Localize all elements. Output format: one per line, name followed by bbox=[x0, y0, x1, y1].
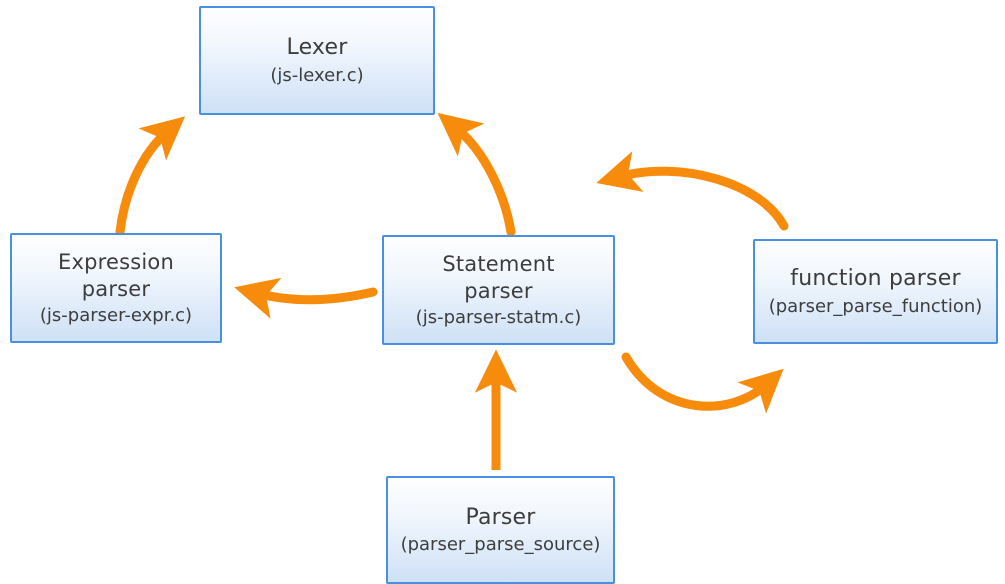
node-lexer-subtitle: (js-lexer.c) bbox=[270, 64, 364, 86]
node-function-parser[interactable]: function parser (parser_parse_function) bbox=[753, 239, 998, 344]
node-function-parser-title: function parser bbox=[790, 266, 961, 292]
edge-statement-parser-to-expression-parser bbox=[234, 277, 378, 319]
node-parser-subtitle: (parser_parse_source) bbox=[400, 534, 601, 556]
node-statement-parser[interactable]: Statement parser (js-parser-statm.c) bbox=[382, 235, 615, 345]
node-parser[interactable]: Parser (parser_parse_source) bbox=[386, 476, 615, 584]
edge-statement-parser-to-lexer bbox=[437, 112, 516, 237]
node-statement-parser-title: Statement parser bbox=[442, 252, 555, 303]
edge-expression-parser-to-lexer bbox=[115, 116, 186, 237]
node-statement-parser-subtitle: (js-parser-statm.c) bbox=[415, 306, 582, 328]
node-parser-title: Parser bbox=[465, 504, 536, 530]
node-expression-parser-title: Expression parser bbox=[58, 250, 174, 301]
node-lexer[interactable]: Lexer (js-lexer.c) bbox=[199, 6, 435, 115]
edge-function-parser-to-statement-parser bbox=[596, 151, 789, 231]
node-lexer-title: Lexer bbox=[286, 35, 348, 61]
node-expression-parser-subtitle: (js-parser-expr.c) bbox=[39, 304, 193, 326]
edge-statement-parser-to-function-parser bbox=[621, 352, 784, 414]
node-expression-parser[interactable]: Expression parser (js-parser-expr.c) bbox=[10, 233, 222, 343]
node-function-parser-subtitle: (parser_parse_function) bbox=[768, 295, 983, 317]
